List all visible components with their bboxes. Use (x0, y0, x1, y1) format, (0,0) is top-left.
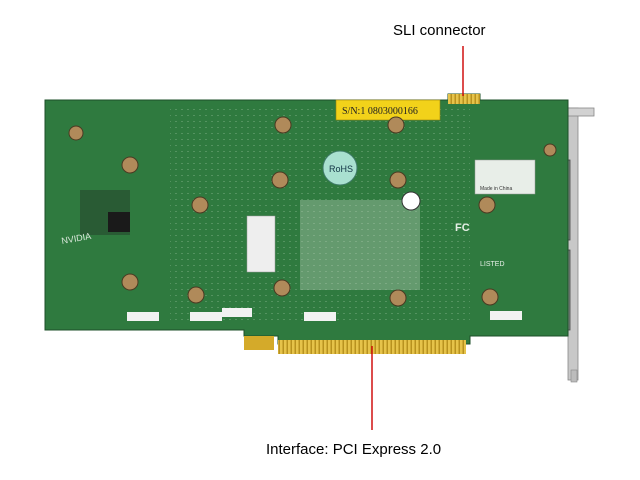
sli-connector (448, 94, 480, 104)
made-in-label: Made in China (480, 186, 512, 192)
board-stickers (127, 159, 536, 321)
serial-sticker: S/N:1 0803000166 (335, 99, 441, 121)
sticker-10 (401, 191, 421, 211)
mounting-screws (68, 116, 557, 307)
pci-express-label: Interface: PCI Express 2.0 (266, 441, 442, 458)
serial-text: S/N:1 0803000166 (342, 106, 418, 117)
rohs-sticker: RoHS (322, 150, 358, 186)
sli-connector-label: SLI connector (393, 22, 486, 39)
ul-listed-mark: LISTED (480, 261, 505, 268)
rohs-text: RoHS (329, 164, 353, 174)
pcb-board (44, 93, 569, 345)
fc-mark: FC (455, 222, 470, 234)
